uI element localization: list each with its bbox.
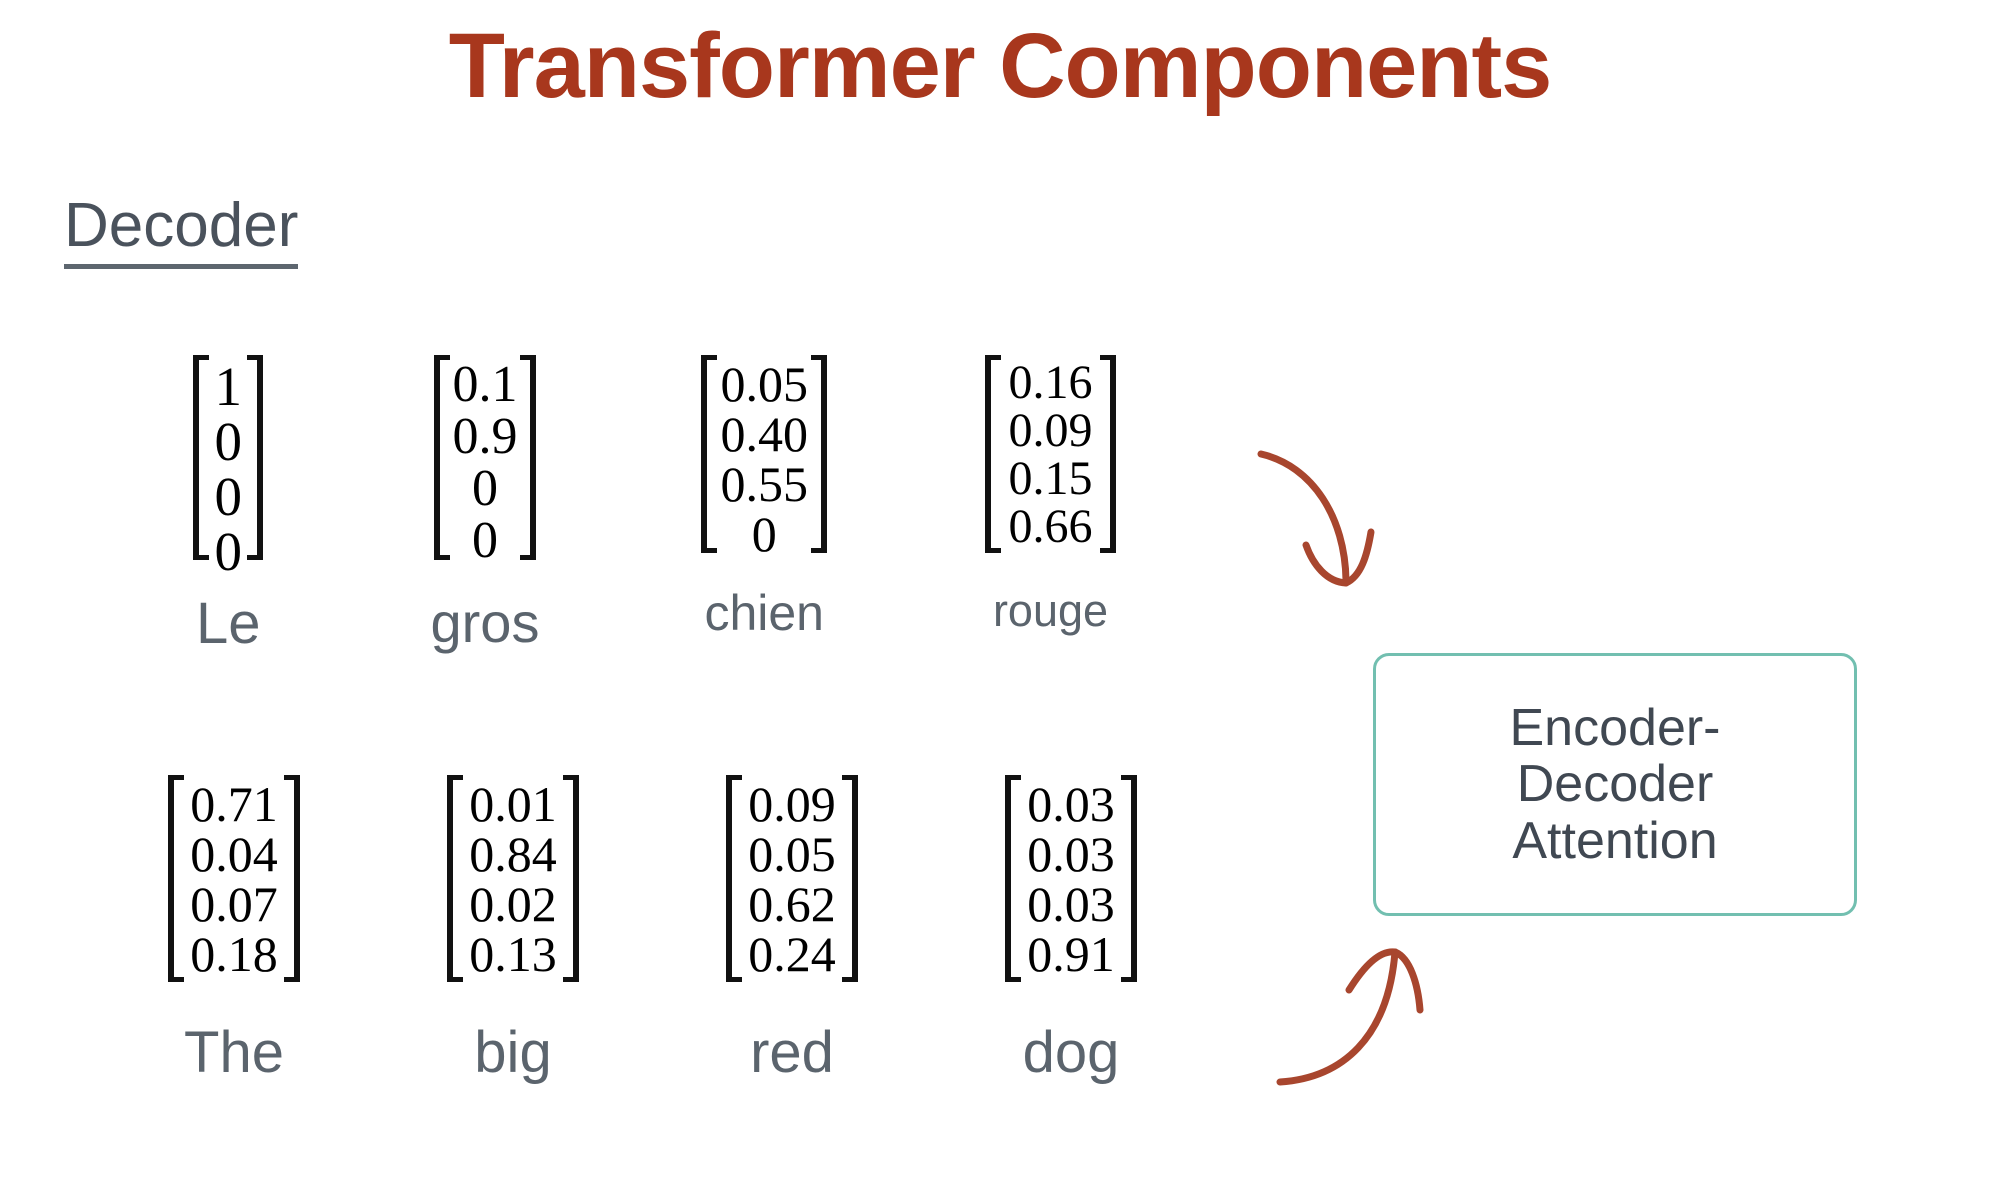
token-column: 0.16 0.09 0.15 0.66 rouge: [984, 355, 1116, 636]
vector-cell: 0.40: [720, 406, 808, 462]
token-label: rouge: [992, 585, 1109, 636]
vector-cell: 0.18: [190, 926, 278, 982]
probability-vector: 0.01 0.84 0.02 0.13: [447, 775, 579, 982]
vector-cell: 0.84: [469, 826, 557, 882]
vector-cell: 0.71: [190, 776, 278, 832]
bracket-left-icon: [447, 775, 463, 982]
vector-cell: 0.03: [1027, 776, 1115, 832]
bracket-right-icon: [247, 355, 264, 560]
token-label: dog: [1022, 1020, 1120, 1085]
vector-cell: 0.13: [469, 926, 557, 982]
arrow-curved-up-icon: [1276, 948, 1424, 1086]
token-column: 1 0 0 0 Le: [193, 355, 264, 656]
token-label: big: [474, 1020, 552, 1085]
vector-cell: 0: [471, 512, 498, 569]
bracket-left-icon: [193, 355, 210, 560]
vector-cell: 0.09: [748, 776, 836, 832]
probability-vector: 0.71 0.04 0.07 0.18: [168, 775, 300, 982]
vector-cell: 0: [214, 521, 243, 582]
probability-vector: 0.03 0.03 0.03 0.91: [1005, 775, 1137, 982]
encoder-token-row-english: 0.71 0.04 0.07 0.18 The 0.01 0.84 0.02 0…: [168, 775, 1137, 1085]
probability-vector: 0.05 0.40 0.55 0: [701, 355, 828, 559]
vector-cell: 1: [214, 356, 243, 417]
token-label: Le: [196, 591, 261, 656]
token-label: red: [750, 1020, 834, 1085]
vector-cell: 0.03: [1027, 826, 1115, 882]
vector-cell: 0.01: [469, 776, 557, 832]
page-title: Transformer Components: [448, 15, 1553, 117]
token-column: 0.01 0.84 0.02 0.13 big: [447, 775, 579, 1085]
vector-cell: 0.66: [1008, 500, 1093, 553]
vector-cell: 0.9: [452, 408, 518, 465]
vector-cell: 0: [214, 411, 243, 472]
bracket-right-icon: [842, 775, 858, 982]
probability-vector: 0.1 0.9 0 0: [433, 355, 536, 567]
encoder-decoder-attention-callout: Encoder- Decoder Attention: [1373, 653, 1857, 916]
vector-cell: 0.24: [748, 926, 836, 982]
bracket-right-icon: [811, 355, 828, 553]
token-column: 0.05 0.40 0.55 0 chien: [701, 355, 828, 641]
vector-cell: 0.55: [720, 456, 808, 512]
decoder-token-row-french: 1 0 0 0 Le 0.1 0.9 0 0 gros 0.05 0.40 0.…: [193, 355, 1116, 656]
vector-cell: 0.62: [748, 876, 836, 932]
vector-cell: 0.03: [1027, 876, 1115, 932]
token-label: The: [184, 1020, 284, 1085]
bracket-left-icon: [1005, 775, 1021, 982]
encoder-decoder-attention-label: Encoder- Decoder Attention: [1509, 699, 1721, 870]
vector-cell: 0.91: [1027, 926, 1115, 982]
probability-vector: 0.09 0.05 0.62 0.24: [726, 775, 858, 982]
vector-cell: 0: [214, 466, 243, 527]
vector-cell: 0.16: [1008, 356, 1093, 409]
bracket-left-icon: [701, 355, 718, 553]
token-label: chien: [704, 585, 824, 641]
token-column: 0.71 0.04 0.07 0.18 The: [168, 775, 300, 1085]
token-column: 0.03 0.03 0.03 0.91 dog: [1005, 775, 1137, 1085]
bracket-right-icon: [1099, 355, 1116, 553]
token-label: gros: [430, 591, 540, 654]
arrow-curved-down-icon: [1257, 450, 1375, 587]
vector-cell: 0.04: [190, 826, 278, 882]
one-hot-vector: 1 0 0 0: [193, 355, 264, 579]
vector-cell: 0.09: [1008, 404, 1093, 457]
vector-cell: 0.15: [1008, 452, 1093, 505]
bracket-left-icon: [984, 355, 1001, 553]
vector-cell: 0: [471, 460, 498, 517]
section-heading-decoder: Decoder: [64, 195, 299, 269]
probability-vector: 0.16 0.09 0.15 0.66: [984, 355, 1116, 553]
bracket-right-icon: [563, 775, 579, 982]
token-column: 0.1 0.9 0 0 gros: [430, 355, 540, 654]
bracket-right-icon: [1121, 775, 1137, 982]
vector-cell: 0: [751, 506, 777, 562]
vector-cell: 0.07: [190, 876, 278, 932]
bracket-right-icon: [519, 355, 536, 560]
vector-cell: 0.05: [720, 356, 808, 412]
bracket-left-icon: [168, 775, 184, 982]
bracket-left-icon: [726, 775, 742, 982]
bracket-left-icon: [433, 355, 450, 560]
bracket-right-icon: [284, 775, 300, 982]
vector-cell: 0.02: [469, 876, 557, 932]
token-column: 0.09 0.05 0.62 0.24 red: [726, 775, 858, 1085]
vector-cell: 0.05: [748, 826, 836, 882]
vector-cell: 0.1: [452, 356, 518, 413]
